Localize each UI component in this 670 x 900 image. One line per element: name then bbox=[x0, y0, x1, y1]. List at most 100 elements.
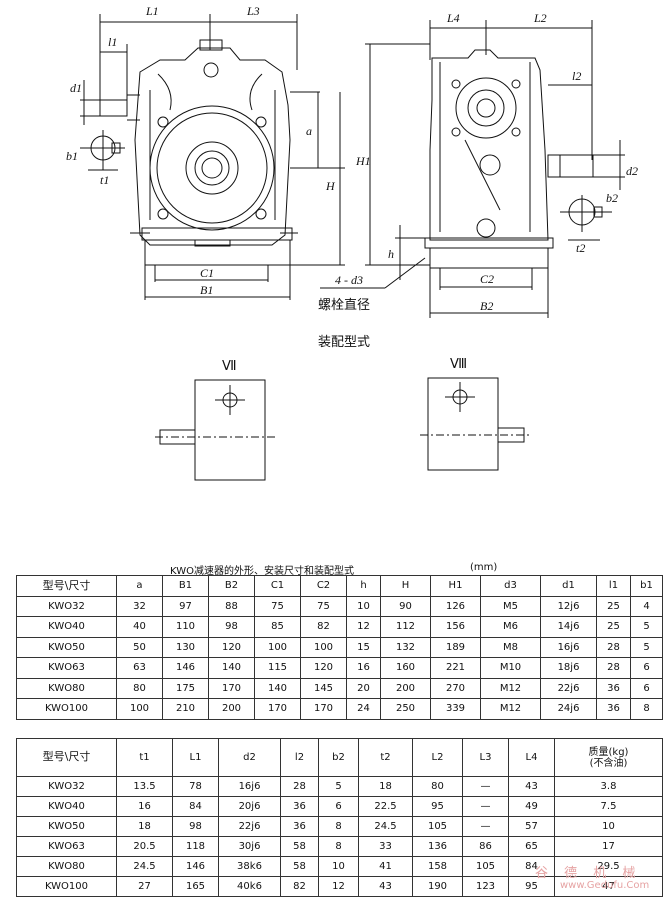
table-cell: 43 bbox=[358, 876, 413, 897]
table-cell: 110 bbox=[162, 616, 209, 638]
table-cell: 12j6 bbox=[540, 595, 597, 617]
technical-drawing: L1 L3 l1 d1 b1 t1 a H H1 C1 B1 L4 L2 l2 … bbox=[66, 4, 638, 481]
label-L3: L3 bbox=[246, 4, 260, 18]
t2-header-mass: 质量(kg) (不含油) bbox=[554, 738, 663, 777]
table-cell: 146 bbox=[162, 657, 209, 679]
label-L4: L4 bbox=[446, 11, 460, 25]
table-cell: 20j6 bbox=[218, 796, 281, 817]
table-cell: KWO40 bbox=[16, 796, 117, 817]
table-cell: 10 bbox=[554, 816, 663, 837]
table-cell: M12 bbox=[480, 677, 541, 699]
table-cell: 156 bbox=[430, 616, 481, 638]
table-cell: 6 bbox=[630, 677, 663, 699]
t1-header-2: B1 bbox=[162, 575, 209, 597]
t1-header-3: B2 bbox=[208, 575, 255, 597]
table-cell: KWO100 bbox=[16, 698, 117, 720]
table-cell: 100 bbox=[300, 636, 347, 658]
t2-header-L4: L4 bbox=[508, 738, 555, 777]
table-cell: 33 bbox=[358, 836, 413, 857]
label-h: h bbox=[388, 247, 394, 261]
table-cell: 160 bbox=[380, 657, 431, 679]
table-cell: 24j6 bbox=[540, 698, 597, 720]
table-cell: 105 bbox=[412, 816, 463, 837]
table-cell: 200 bbox=[380, 677, 431, 699]
table-cell: 88 bbox=[208, 595, 255, 617]
table-cell: 190 bbox=[412, 876, 463, 897]
table-cell: 175 bbox=[162, 677, 209, 699]
table-cell: 16j6 bbox=[540, 636, 597, 658]
table-cell: 165 bbox=[172, 876, 219, 897]
table-cell: 170 bbox=[300, 698, 347, 720]
table-cell: 17 bbox=[554, 836, 663, 857]
t1-header-8: H1 bbox=[430, 575, 481, 597]
form-7-label: Ⅶ bbox=[222, 359, 237, 374]
table-cell: 130 bbox=[162, 636, 209, 658]
table-cell: 95 bbox=[412, 796, 463, 817]
watermark-url: www.Gedufu.Com bbox=[560, 880, 650, 891]
table-cell: — bbox=[462, 816, 509, 837]
t2-header-model: 型号\尺寸 bbox=[16, 738, 117, 777]
table-cell: 115 bbox=[254, 657, 301, 679]
table-cell: 20 bbox=[346, 677, 381, 699]
table-cell: 28 bbox=[596, 657, 631, 679]
table-cell: 140 bbox=[208, 657, 255, 679]
table-cell: 5 bbox=[630, 636, 663, 658]
label-C2: C2 bbox=[480, 272, 494, 286]
table-cell: M8 bbox=[480, 636, 541, 658]
table-cell: 15 bbox=[346, 636, 381, 658]
table-cell: 112 bbox=[380, 616, 431, 638]
table-cell: 126 bbox=[430, 595, 481, 617]
table-cell: 36 bbox=[280, 796, 319, 817]
table-cell: 8 bbox=[318, 836, 359, 857]
label-C1: C1 bbox=[200, 266, 214, 280]
label-H: H bbox=[325, 179, 336, 193]
table-cell: 146 bbox=[172, 856, 219, 877]
table-cell: 200 bbox=[208, 698, 255, 720]
table-cell: 132 bbox=[380, 636, 431, 658]
table-cell: 120 bbox=[300, 657, 347, 679]
t2-header-L1: L1 bbox=[172, 738, 219, 777]
table-cell: 58 bbox=[280, 836, 319, 857]
table-cell: 50 bbox=[116, 636, 163, 658]
table-cell: 123 bbox=[462, 876, 509, 897]
table-cell: 12 bbox=[318, 876, 359, 897]
watermark-logo: 谷 德 机 械 bbox=[535, 866, 642, 881]
table-cell: 18j6 bbox=[540, 657, 597, 679]
table-cell: 120 bbox=[208, 636, 255, 658]
table-cell: 41 bbox=[358, 856, 413, 877]
table-cell: 49 bbox=[508, 796, 555, 817]
table-cell: 90 bbox=[380, 595, 431, 617]
table-caption: KWO减速器的外形、安装尺寸和装配型式 (mm) bbox=[0, 560, 670, 577]
table-cell: 22j6 bbox=[540, 677, 597, 699]
table-cell: 84 bbox=[172, 796, 219, 817]
t1-header-1: a bbox=[116, 575, 163, 597]
t2-header-t2: t2 bbox=[358, 738, 413, 777]
front-view bbox=[80, 14, 345, 300]
table-cell: 28 bbox=[596, 636, 631, 658]
table-cell: 5 bbox=[318, 776, 359, 797]
t2-header-L2: L2 bbox=[412, 738, 463, 777]
table-cell: 75 bbox=[300, 595, 347, 617]
table-cell: 22j6 bbox=[218, 816, 281, 837]
bolt-note: 螺栓直径 bbox=[318, 298, 370, 313]
caption-title: KWO减速器的外形、安装尺寸和装配型式 bbox=[170, 566, 354, 577]
t1-header-10: d1 bbox=[540, 575, 597, 597]
label-B1: B1 bbox=[200, 283, 213, 297]
table-cell: — bbox=[462, 776, 509, 797]
table-cell: 30j6 bbox=[218, 836, 281, 857]
table-cell: 12 bbox=[346, 616, 381, 638]
table-cell: KWO63 bbox=[16, 836, 117, 857]
table-cell: 75 bbox=[254, 595, 301, 617]
side-view bbox=[320, 20, 625, 318]
table-cell: 13.5 bbox=[116, 776, 173, 797]
table-cell: 38k6 bbox=[218, 856, 281, 877]
table-cell: 4 bbox=[630, 595, 663, 617]
table-cell: 170 bbox=[254, 698, 301, 720]
table-cell: KWO80 bbox=[16, 677, 117, 699]
form-8-label: Ⅷ bbox=[450, 357, 467, 372]
